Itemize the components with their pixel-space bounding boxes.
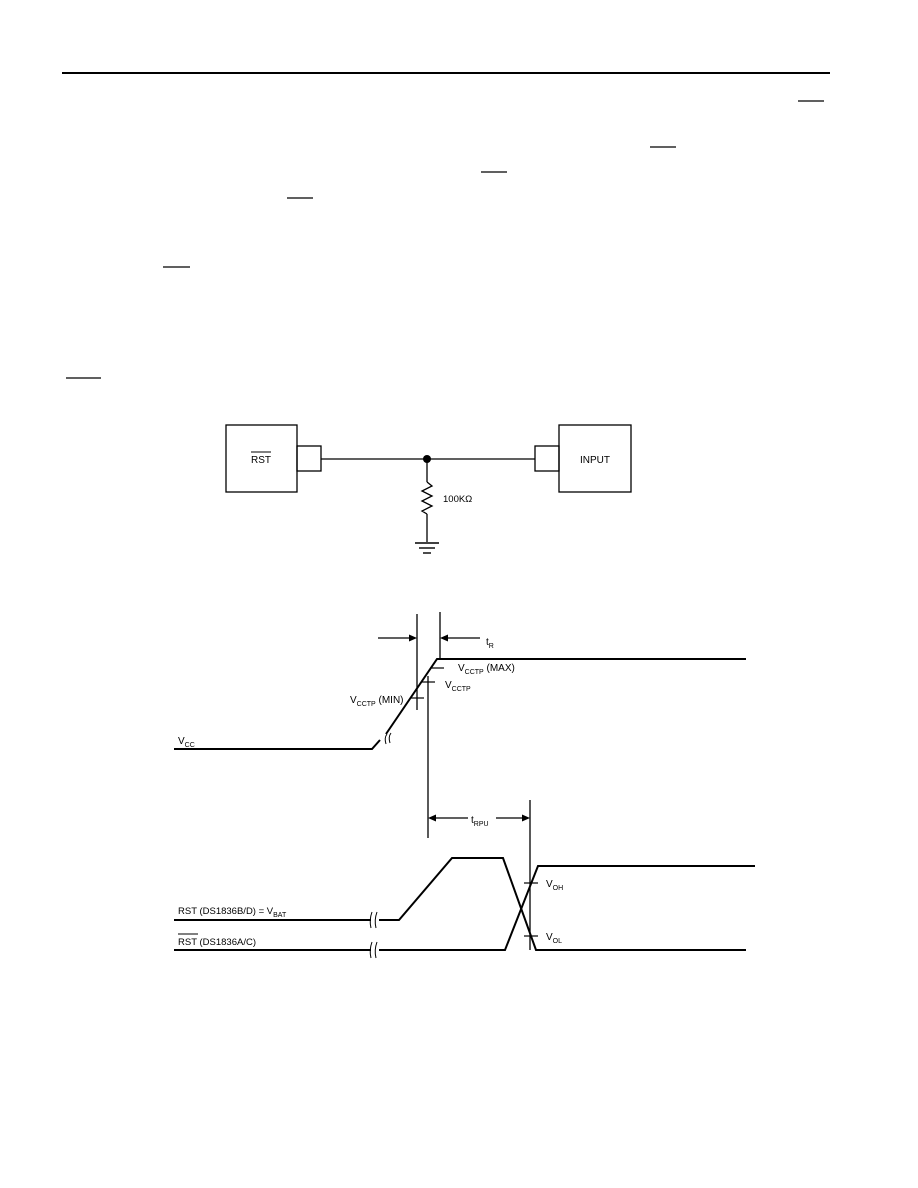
trpu-label: tRPU [471, 815, 489, 828]
voh-vol-tick-marks [524, 882, 538, 937]
vcctp-label: VCCTP [445, 680, 471, 693]
input-device-label: INPUT [580, 455, 610, 466]
rst-break-marks [369, 911, 378, 959]
rst-b-signal-label: RST (DS1836B/D) = VBAT [178, 906, 287, 919]
rst-pin-stub [296, 445, 322, 472]
resistor-value-label: 100KΩ [443, 494, 472, 505]
rst-a-waveform [379, 865, 755, 951]
resistor-symbol [420, 481, 434, 515]
input-pin-stub [534, 445, 560, 472]
vcc-label: VCC [178, 736, 195, 749]
ground-symbol [415, 542, 439, 554]
input-device-box [558, 424, 632, 493]
trpu-dimension-arrows [428, 814, 530, 822]
tr-dimension-arrows [378, 634, 480, 642]
tr-label: tR [486, 637, 494, 650]
rst-device-label: RST [251, 455, 271, 466]
vcctp-max-label: VCCTP (MAX) [458, 663, 515, 676]
vcc-waveform [174, 739, 381, 750]
vcc-waveform-ramp [385, 658, 746, 735]
pulldown-circuit-diagram: RST INPUT 100KΩ [225, 424, 632, 554]
voh-label: VOH [546, 879, 563, 892]
vol-label: VOL [546, 932, 562, 945]
vcctp-min-label: VCCTP (MIN) [350, 695, 404, 708]
rst-a-signal-label: RST (DS1836A/C) [178, 937, 256, 948]
vcc-break-mark [384, 732, 392, 745]
overbar-marks [66, 100, 824, 379]
power-up-timing-diagram: tR VCCTP (MAX) VCCTP VCCTP (MIN) VCC tRP… [174, 612, 755, 959]
rst-b-waveform [379, 857, 746, 951]
